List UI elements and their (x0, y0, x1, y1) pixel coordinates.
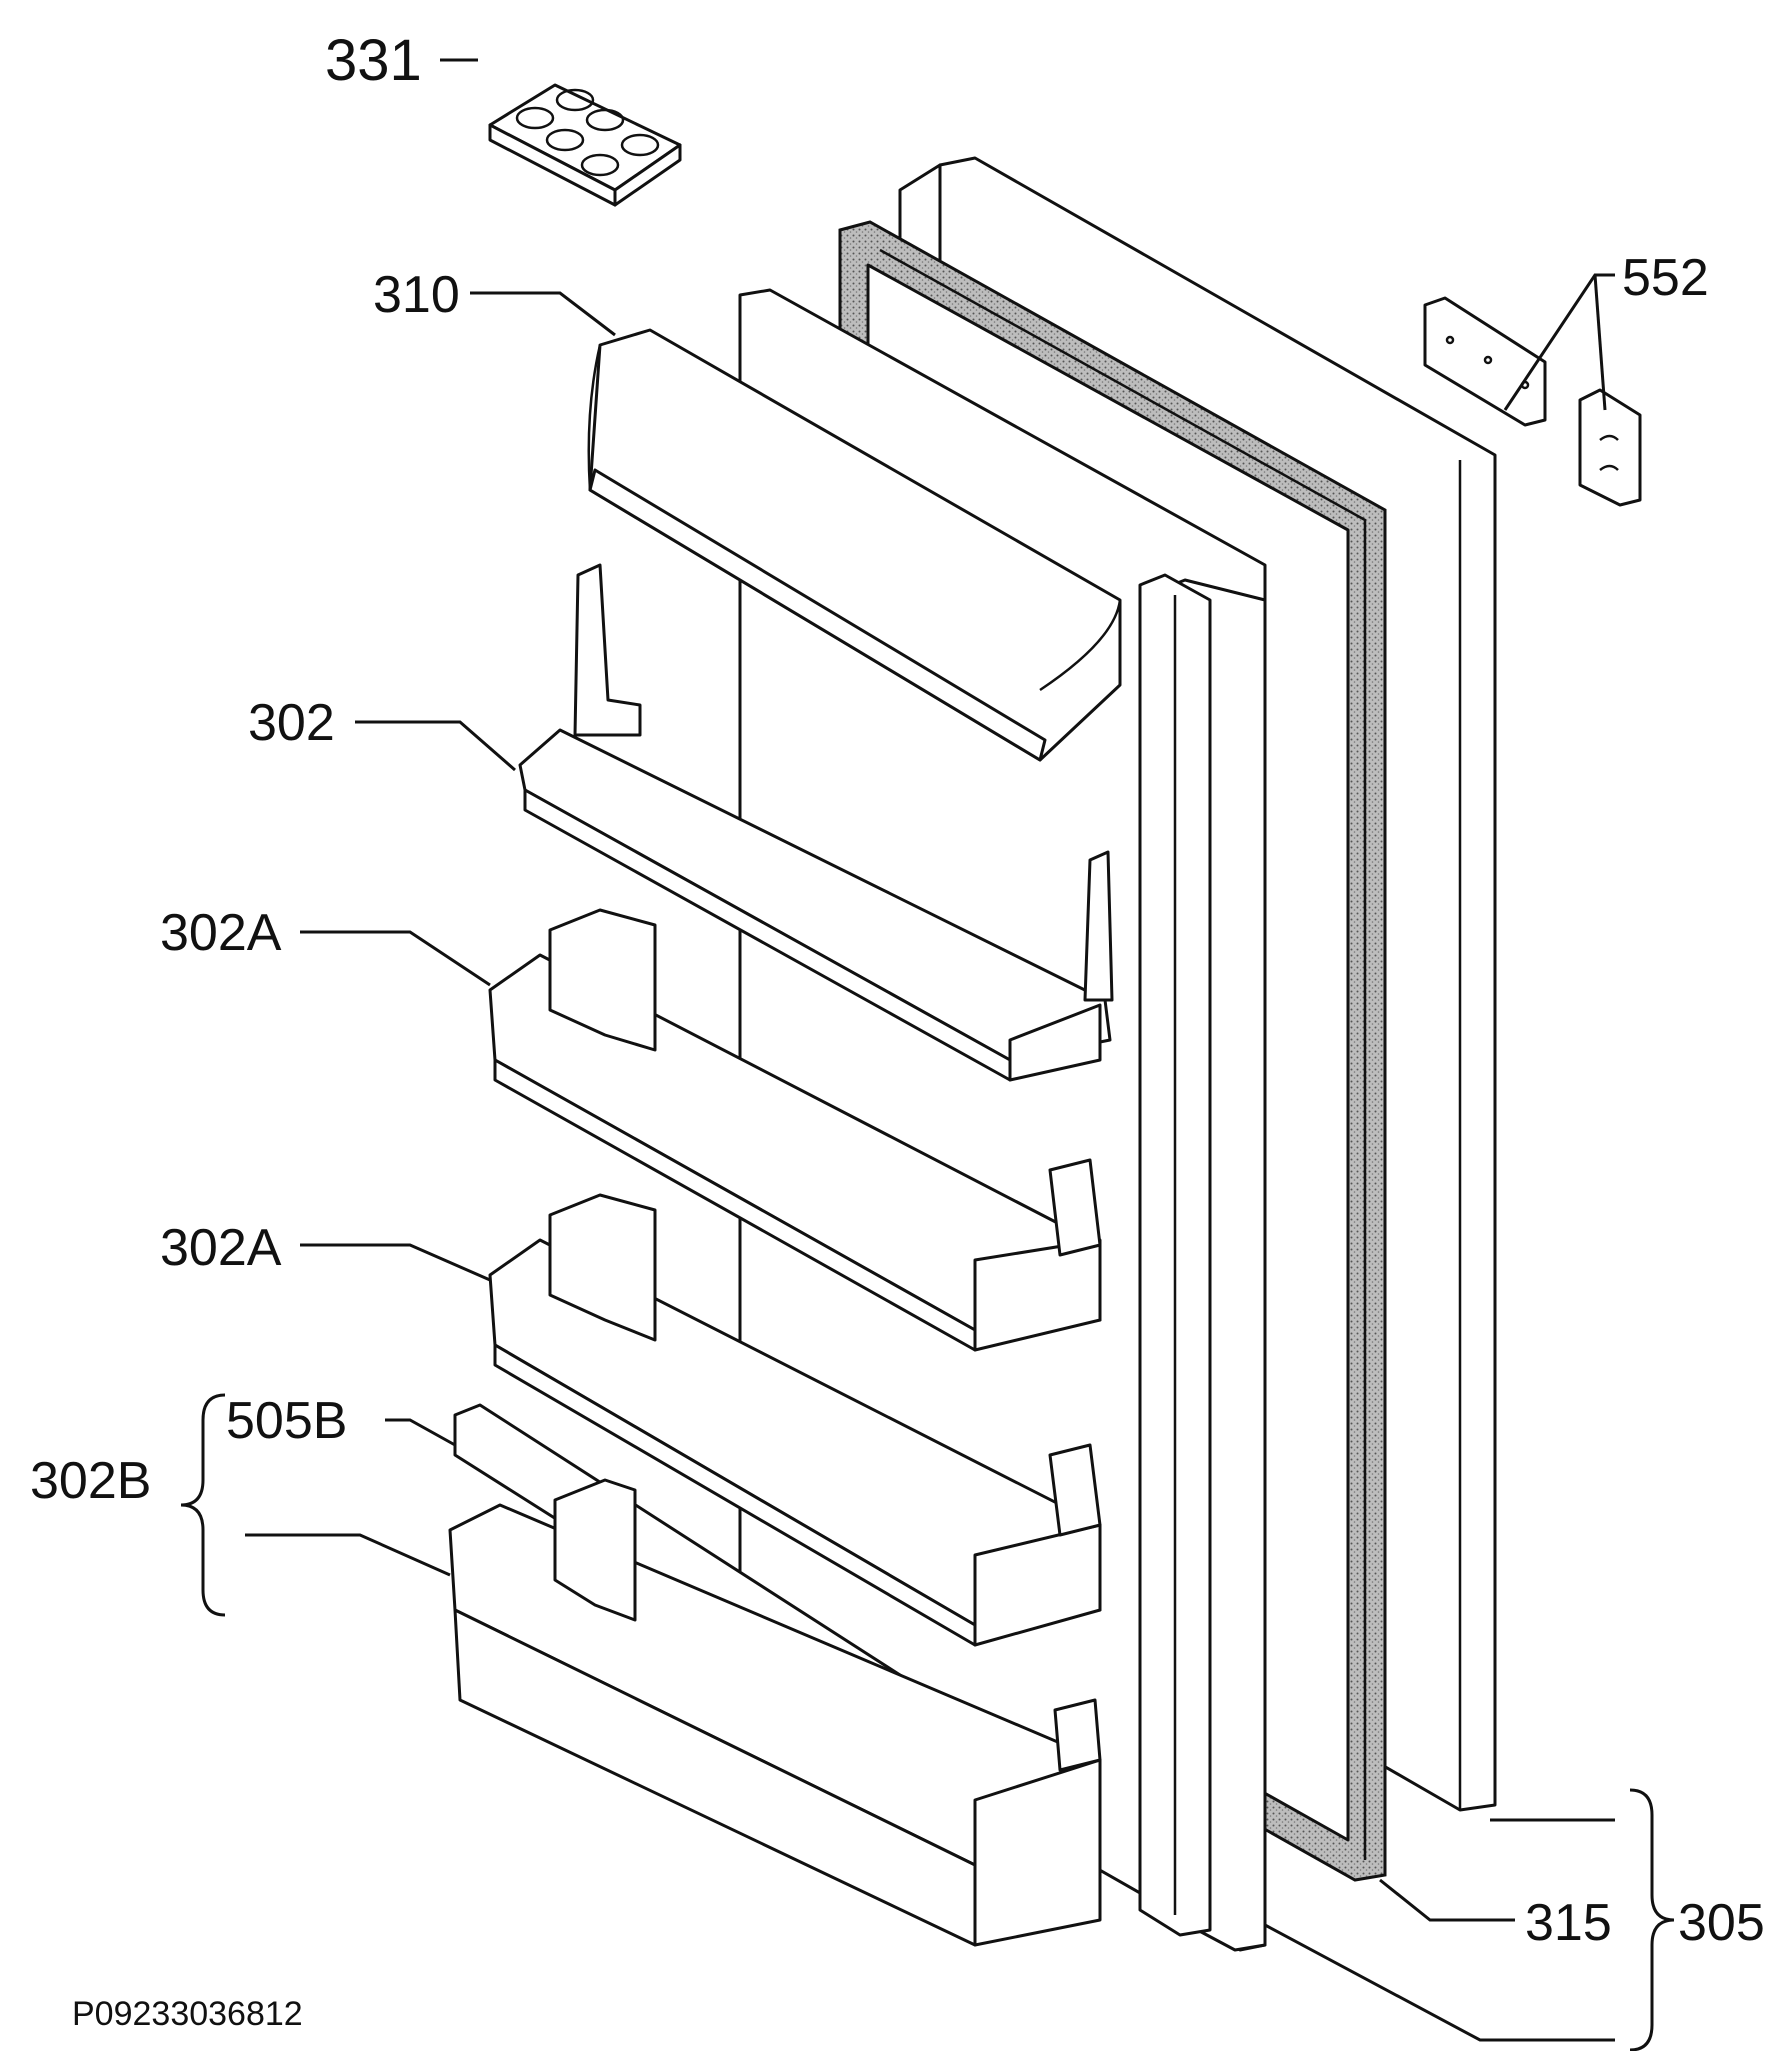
drawing-code: P09233036812 (72, 1995, 303, 2033)
label-302a-2: 302A (160, 1219, 282, 1277)
label-310: 310 (373, 266, 460, 324)
label-305: 305 (1678, 1894, 1765, 1952)
door-shelf-302a-2 (488, 1193, 1102, 1647)
part-labels: 331 310 302 302A 302A 505B 302B 552 315 … (30, 28, 1765, 2033)
label-552: 552 (1622, 249, 1709, 307)
label-302b: 302B (30, 1452, 151, 1510)
bottle-shelf-302b (448, 1478, 1102, 1947)
door-shelf-302 (518, 563, 1114, 1082)
door-shelf-302a-1 (488, 908, 1102, 1352)
label-505b: 505B (226, 1392, 347, 1450)
dairy-compartment (587, 328, 1122, 762)
label-302a-1: 302A (160, 904, 282, 962)
leader-lines (180, 58, 1675, 2051)
label-302: 302 (248, 694, 335, 752)
egg-tray (488, 83, 682, 207)
label-331: 331 (325, 28, 422, 93)
label-315: 315 (1525, 1894, 1612, 1952)
